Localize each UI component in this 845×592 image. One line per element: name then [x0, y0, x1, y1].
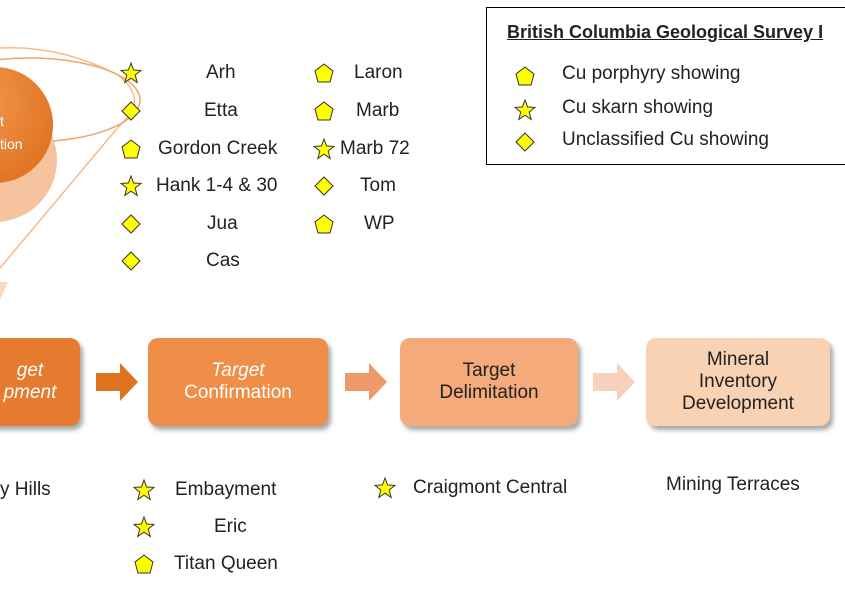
stage-line: Target: [462, 360, 516, 381]
showing-label: Marb 72: [340, 138, 410, 159]
bottom-label: Titan Queen: [174, 553, 278, 574]
stage-line: get: [16, 360, 44, 381]
legend-item-label: Cu porphyry showing: [562, 63, 741, 84]
stage-line: Mineral: [706, 349, 770, 370]
stage-line: Target: [211, 360, 265, 381]
showing-label: Arh: [206, 62, 236, 83]
diamond-icon: [515, 132, 535, 152]
stage-box-target-development: get pment: [0, 338, 80, 426]
arrow-right-icon: [345, 363, 387, 401]
pentagon-icon: [314, 63, 334, 83]
diamond-icon: [121, 251, 141, 271]
legend-item-label: Unclassified Cu showing: [562, 129, 769, 150]
showing-label: Etta: [204, 100, 238, 121]
showing-label: Jua: [207, 213, 238, 234]
stage-line: Inventory: [698, 371, 778, 392]
star-icon: [313, 138, 335, 160]
funnel-graphic: [0, 46, 141, 300]
showing-label: Tom: [360, 175, 396, 196]
arrow-right-icon: [96, 363, 138, 401]
funnel-tail: [0, 282, 8, 300]
star-icon: [133, 479, 155, 501]
stage-box-mineral-inventory: Mineral Inventory Development: [646, 338, 830, 426]
stage-line: Delimitation: [439, 382, 539, 403]
funnel-circle-text-1: t: [0, 113, 4, 129]
diamond-icon: [314, 176, 334, 196]
stage-line: Confirmation: [184, 382, 292, 403]
showing-label: Cas: [206, 250, 240, 271]
bottom-label: Embayment: [175, 479, 277, 500]
pentagon-icon: [121, 139, 141, 159]
showing-label: Hank 1-4 & 30: [156, 175, 278, 196]
bottom-label: Craigmont Central: [413, 477, 568, 498]
arrow-right-icon: [593, 363, 635, 401]
stage-box-target-delimitation: Target Delimitation: [400, 338, 578, 426]
stage-line: pment: [3, 382, 57, 403]
diamond-icon: [121, 101, 141, 121]
legend-title: British Columbia Geological Survey I: [507, 22, 824, 42]
showing-label: Marb: [356, 100, 400, 121]
pentagon-icon: [314, 101, 334, 121]
stage-line: Development: [682, 393, 794, 414]
showing-label: Laron: [354, 62, 403, 83]
star-icon: [120, 62, 142, 84]
funnel-circle: [0, 67, 53, 183]
bottom-label: y Hills: [0, 479, 51, 500]
star-icon: [514, 99, 536, 121]
star-icon: [133, 516, 155, 538]
bottom-label: Eric: [214, 516, 247, 537]
showing-label: Gordon Creek: [158, 138, 278, 159]
legend-item-label: Cu skarn showing: [562, 97, 714, 118]
pentagon-icon: [314, 214, 334, 234]
showing-label: WP: [364, 213, 395, 234]
pentagon-icon: [515, 66, 535, 86]
star-icon: [374, 477, 396, 499]
diamond-icon: [121, 214, 141, 234]
pentagon-icon: [134, 554, 154, 574]
legend-box: British Columbia Geological Survey I Cu …: [486, 7, 845, 165]
bottom-label: Mining Terraces: [666, 474, 800, 495]
star-icon: [120, 175, 142, 197]
stage-box-target-confirmation: Target Confirmation: [148, 338, 328, 426]
funnel-circle-text-2: tion: [0, 136, 23, 152]
